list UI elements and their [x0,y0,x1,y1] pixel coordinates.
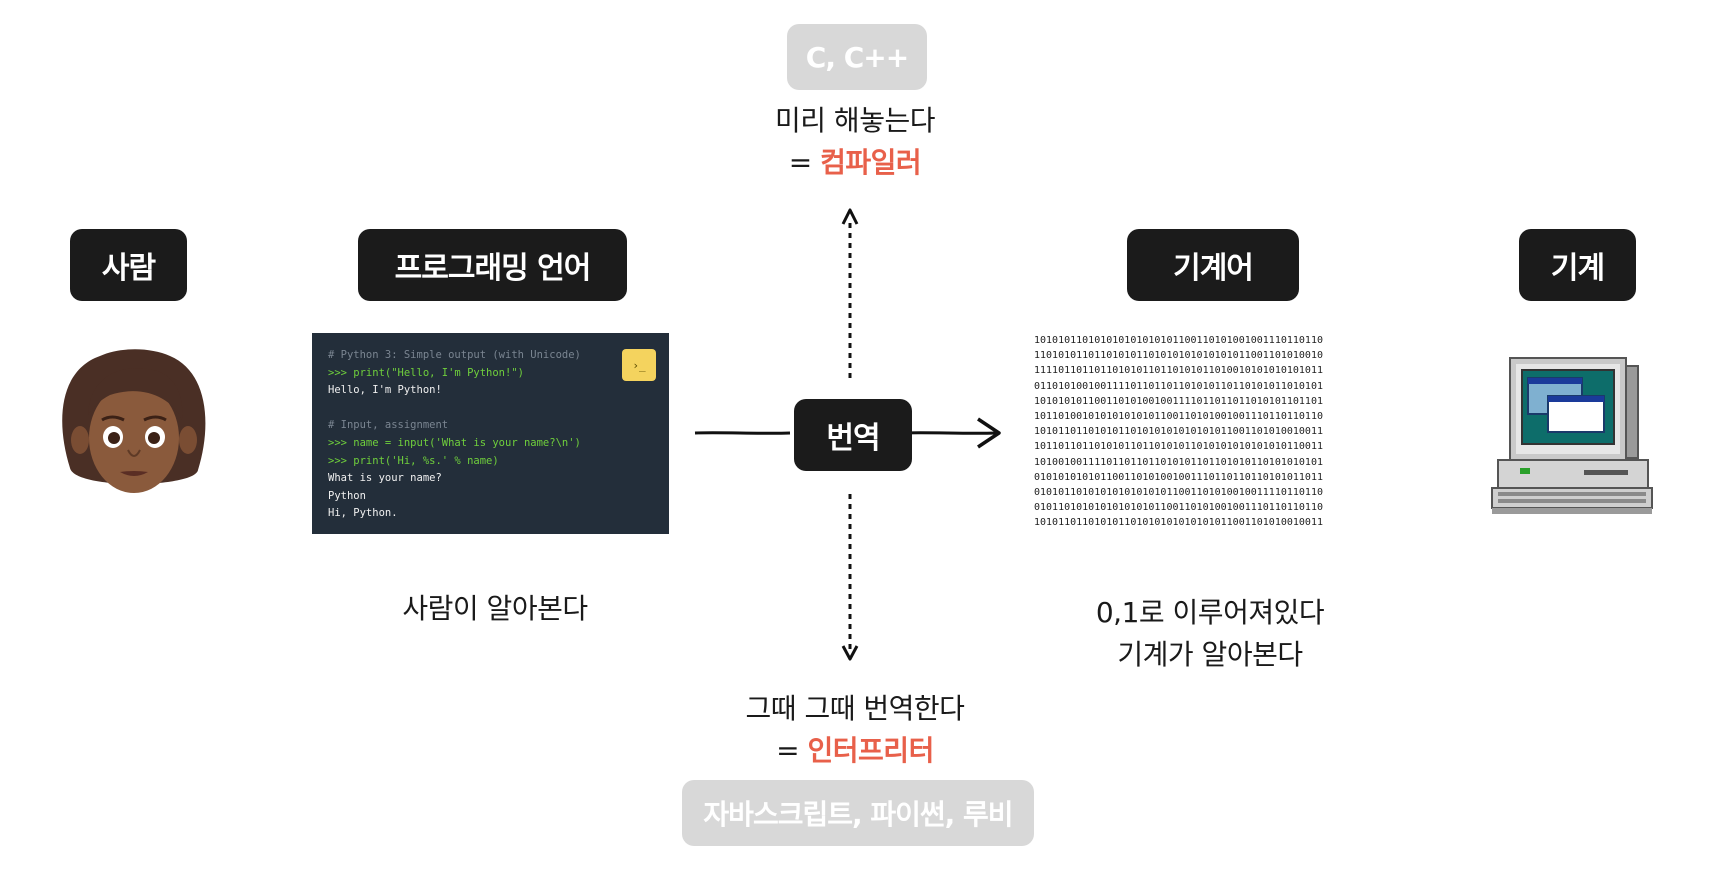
binary-line: 1010010011110110110110101011011010101101… [1034,456,1323,468]
binary-line: 0110101001001111011011011010101101101010… [1034,380,1323,392]
binary-caption-line2: 기계가 알아본다 [1117,638,1303,671]
binary-line: 1011011011010101101101010110101010101010… [1034,441,1323,453]
woman-emoji-icon [62,349,206,493]
compile-caption-line1: 미리 해놓는다 [775,104,935,137]
python-code-window: # Python 3: Simple output (with Unicode)… [312,333,669,534]
binary-line: 1011010010101010101011001101010010011101… [1034,411,1323,423]
interpret-caption: 그때 그때 번역한다 = 인터프리터 [700,688,1010,772]
binary-line: 1101010110110101011010101010101010110011… [1034,350,1323,362]
code-line: Hello, I'm Python! [328,384,442,397]
compile-prefix: = [788,146,821,179]
interpret-prefix: = [776,734,808,767]
interpreter-term: 인터프리터 [807,734,935,767]
interpret-caption-line1: 그때 그때 번역한다 [745,692,965,725]
code-line: Hi, Python. [328,507,398,520]
translate-arrow-right [901,431,997,435]
binary-block: 1010101101010101010101011001101010010011… [1034,333,1386,533]
interpreted-languages-badge: 자바스크립트, 파이썬, 루비 [682,780,1034,846]
label-programming-language: 프로그래밍 언어 [358,229,627,301]
compile-caption: 미리 해놓는다 = 컴파일러 [720,100,990,184]
binary-line: 1111011011011010101101101010110100101010… [1034,365,1323,377]
interpret-caption-line2: = 인터프리터 [700,730,1010,772]
code-line: What is your name? [328,472,442,485]
translate-arrow-left [694,431,791,435]
binary-caption-line1: 0,1로 이루어져있다 [1095,596,1325,629]
retro-computer-icon [1491,357,1653,514]
terminal-icon: ›_ [622,349,656,381]
code-line [328,400,653,418]
compile-arrow-head [841,208,859,225]
binary-line: 1010110110101011010101010101010110011010… [1034,426,1323,438]
label-person: 사람 [70,229,187,301]
translate-badge: 번역 [794,399,912,471]
compiled-languages-badge: C, C++ [787,24,927,90]
code-line: # Python 3: Simple output (with Unicode) [328,349,581,361]
code-line: Python [328,489,366,502]
compiler-term: 컴파일러 [820,146,922,179]
code-line: >>> print("Hello, I'm Python!") [328,366,524,379]
label-machine-language: 기계어 [1127,229,1299,301]
compile-caption-line2: = 컴파일러 [720,142,990,184]
human-readable-caption: 사람이 알아본다 [402,592,588,625]
binary-line: 1010101101010101010101011001101010010011… [1034,335,1323,346]
code-line: >>> name = input('What is your name?\n') [328,436,581,449]
binary-line: 1010110110101011010101010101010110011010… [1034,517,1323,529]
binary-line: 0101010101011001101010010011101101101101… [1034,471,1323,483]
code-line: >>> print('Hi, %s.' % name) [328,454,499,467]
binary-line: 0101101010101010101011001101010010011101… [1034,502,1323,514]
binary-line: 0101011010101010101010110011010100100111… [1034,487,1323,499]
translate-arrow-head [977,417,1001,449]
interpret-arrow-head [841,645,859,661]
code-line: # Input, assignment [328,419,449,432]
binary-line: 1010101011001101010010011110110110110101… [1034,395,1323,407]
label-machine: 기계 [1519,229,1636,301]
binary-caption: 0,1로 이루어져있다 기계가 알아본다 [1060,592,1360,676]
